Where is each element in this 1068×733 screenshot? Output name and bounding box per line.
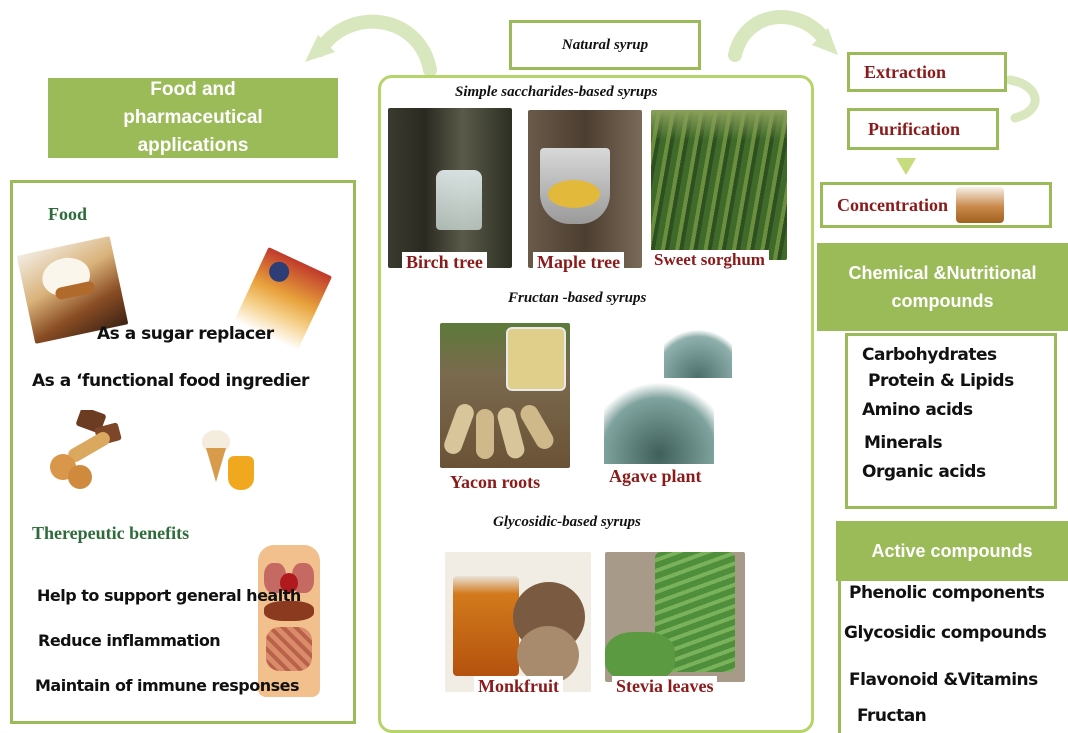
active-list-border bbox=[838, 581, 841, 733]
arc-arrow-right-head bbox=[812, 28, 838, 55]
maple-tree-caption: Maple tree bbox=[533, 252, 624, 273]
sugar-replacer-text: As a sugar replacer bbox=[97, 324, 274, 344]
purification-box: Purification bbox=[847, 108, 999, 150]
active-item: Phenolic components bbox=[849, 583, 1044, 603]
down-arrow bbox=[896, 158, 916, 175]
benefit-item: Help to support general health bbox=[37, 586, 301, 605]
natural-syrup-label: Natural syrup bbox=[509, 20, 701, 70]
maple-tree-photo bbox=[528, 110, 642, 268]
chem-item: Amino acids bbox=[862, 400, 973, 420]
agave-plant-photo bbox=[600, 318, 740, 468]
arc-arrow-left-head bbox=[305, 35, 335, 62]
chem-item: Carbohydrates bbox=[862, 345, 997, 365]
stevia-leaves-caption: Stevia leaves bbox=[612, 676, 717, 697]
glycosidic-syrups-title: Glycosidic-based syrups bbox=[493, 514, 641, 531]
body-organs-photo bbox=[258, 545, 320, 697]
therapeutic-title: Therepeutic benefits bbox=[32, 523, 189, 544]
stevia-leaves-photo bbox=[605, 552, 745, 682]
active-item: Glycosidic compounds bbox=[844, 623, 1046, 643]
icecream-honey-photo bbox=[192, 428, 262, 498]
curve-arrow-steps bbox=[1010, 80, 1035, 118]
arc-arrow-left bbox=[320, 22, 430, 70]
chem-item: Protein & Lipids bbox=[868, 371, 1014, 391]
left-header: Food and pharmaceutical applications bbox=[48, 78, 338, 158]
benefit-item: Reduce inflammation bbox=[38, 631, 220, 650]
chemical-header: Chemical &Nutritional compounds bbox=[817, 243, 1068, 331]
simple-syrups-title: Simple saccharides-based syrups bbox=[455, 84, 658, 101]
biscuits-photo bbox=[48, 410, 128, 492]
concentration-box: Concentration bbox=[820, 182, 1052, 228]
extraction-box: Extraction bbox=[847, 52, 1007, 92]
chem-item: Minerals bbox=[864, 433, 942, 453]
monkfruit-photo bbox=[445, 552, 591, 692]
chem-item: Organic acids bbox=[862, 462, 986, 482]
functional-ingredient-text: As a ‘functional food ingredier bbox=[32, 371, 309, 391]
birch-tree-photo bbox=[388, 108, 512, 268]
benefit-item: Maintain of immune responses bbox=[35, 676, 299, 695]
monkfruit-caption: Monkfruit bbox=[474, 676, 563, 697]
sweet-sorghum-caption: Sweet sorghum bbox=[650, 250, 769, 270]
sweet-sorghum-photo bbox=[651, 110, 787, 260]
active-header: Active compounds bbox=[836, 521, 1068, 581]
yacon-roots-caption: Yacon roots bbox=[446, 472, 544, 493]
arc-arrow-right bbox=[735, 17, 825, 55]
birch-tree-caption: Birch tree bbox=[402, 252, 487, 273]
active-item: Fructan bbox=[857, 706, 926, 726]
agave-plant-caption: Agave plant bbox=[605, 466, 706, 487]
food-title: Food bbox=[48, 204, 87, 225]
fructan-syrups-title: Fructan -based syrups bbox=[508, 290, 646, 307]
syrup-pour-icon bbox=[956, 187, 1004, 223]
active-item: Flavonoid &Vitamins bbox=[849, 670, 1038, 690]
yacon-roots-photo bbox=[440, 323, 570, 468]
